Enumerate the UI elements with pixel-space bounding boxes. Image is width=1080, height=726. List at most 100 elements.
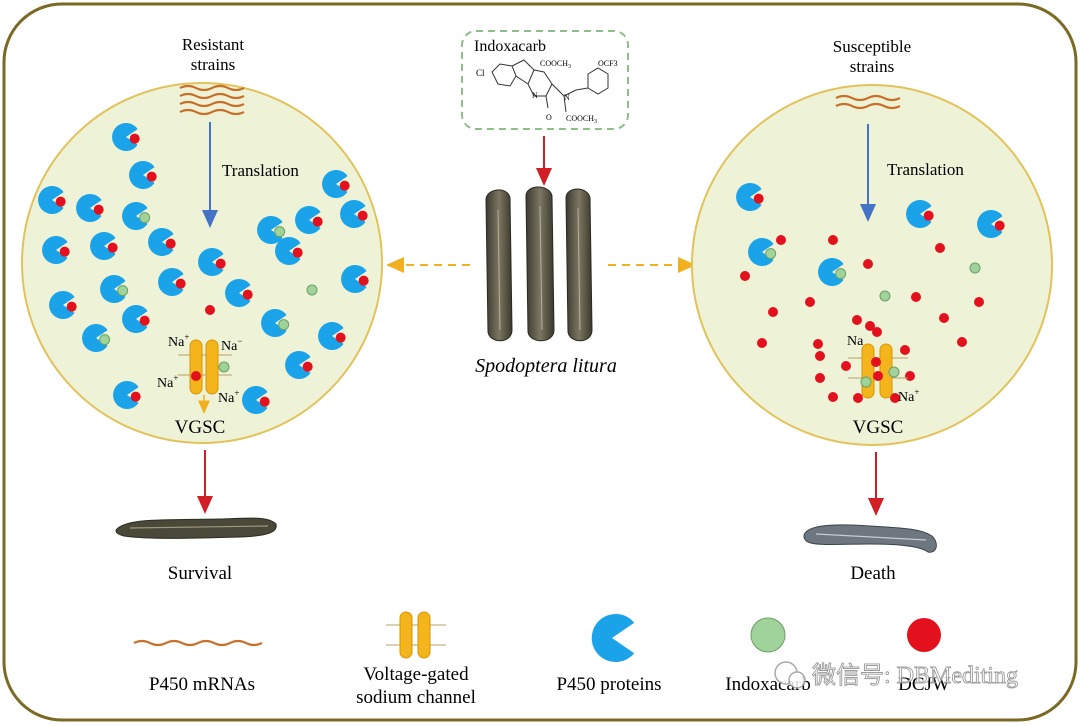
susceptible-panel: Susceptible strains Translation Na Na+ V… <box>691 37 1053 584</box>
p450-protein <box>113 381 139 409</box>
indoxacarb-molecule <box>139 212 151 224</box>
p450-protein <box>242 386 268 415</box>
dcjw-molecule <box>911 292 921 302</box>
susceptible-vgsc <box>848 343 908 399</box>
dcjw-molecule <box>841 361 851 371</box>
p450-protein <box>318 322 344 351</box>
dcjw-molecule <box>957 337 967 347</box>
chem-cooch3-bottom: COOCH3 <box>566 114 597 125</box>
p450-protein <box>295 206 321 235</box>
indoxacarb-molecule <box>99 334 111 346</box>
dcjw-molecule <box>805 297 815 307</box>
p450-protein <box>977 210 1003 238</box>
susceptible-mrna <box>835 94 901 110</box>
dcjw-molecule <box>828 392 838 402</box>
indoxacarb-molecule <box>117 285 129 297</box>
susceptible-na-1: Na <box>847 334 864 349</box>
chem-o: O <box>546 113 552 122</box>
dcjw-molecule <box>923 210 934 221</box>
dcjw-molecule <box>974 297 984 307</box>
dcjw-molecule <box>146 171 157 182</box>
p450-protein <box>736 183 762 211</box>
p450-protein <box>906 200 932 229</box>
indoxacarb-molecule <box>306 284 318 296</box>
dcjw-molecule <box>358 275 369 286</box>
dcjw-molecule <box>302 361 313 372</box>
p450-protein <box>198 248 224 276</box>
dcjw-molecule <box>66 301 77 312</box>
resistant-vgsc-label: VGSC <box>175 417 226 438</box>
p450-protein <box>148 228 174 256</box>
dcjw-molecule <box>863 259 873 269</box>
dcjw-molecule <box>242 289 253 300</box>
dcjw-molecule <box>753 193 764 204</box>
species-label: Spodoptera litura <box>475 355 617 377</box>
dcjw-molecule <box>55 196 66 207</box>
susceptible-title-line1: Susceptible <box>833 37 911 56</box>
p450-protein <box>129 161 155 190</box>
survival-label: Survival <box>168 563 232 584</box>
dcjw-molecule <box>905 371 915 381</box>
indoxacarb-molecule <box>835 268 847 280</box>
p450-protein <box>285 351 311 380</box>
indoxacarb-molecule <box>278 319 290 331</box>
p450-protein <box>257 216 283 244</box>
watermark: 微信号: DBMediting <box>774 661 1018 689</box>
susceptible-title-line2: strains <box>850 57 894 76</box>
indoxacarb-structure-box <box>461 30 629 130</box>
resistant-na-4: Na+ <box>218 388 239 406</box>
dcjw-molecule <box>357 210 368 221</box>
legend-dcjw-icon <box>907 618 941 652</box>
dcjw-molecule <box>939 313 949 323</box>
p450-protein <box>38 186 64 215</box>
legend-dcjw-label: DCJW <box>898 674 950 695</box>
p450-protein <box>122 202 148 230</box>
p450-protein <box>42 236 68 264</box>
legend-vgsc-line1: Voltage-gated <box>363 664 469 685</box>
indoxacarb-title: Indoxacarb <box>474 38 546 55</box>
p450-protein <box>748 238 774 266</box>
resistant-na-1: Na+ <box>168 332 189 350</box>
resistant-molecules <box>38 123 369 415</box>
p450-protein <box>340 200 366 229</box>
resistant-title-line2: strains <box>191 55 235 74</box>
death-label: Death <box>850 563 896 584</box>
legend-vgsc-line2: sodium channel <box>356 687 476 708</box>
death-larva-icon <box>803 524 937 553</box>
p450-protein <box>122 305 148 333</box>
indoxacarb-structure-icon <box>491 59 609 113</box>
chem-n2: N <box>564 93 570 102</box>
p450-protein <box>225 279 251 307</box>
p450-protein <box>76 194 102 222</box>
p450-protein <box>90 232 116 260</box>
resistant-na-2: Na− <box>221 336 242 354</box>
indoxacarb-molecule <box>274 226 286 238</box>
susceptible-translation-label: Translation <box>887 160 964 179</box>
dcjw-molecule <box>890 393 900 403</box>
dcjw-molecule <box>900 345 910 355</box>
dcjw-molecule <box>815 373 825 383</box>
p450-protein <box>82 324 108 352</box>
indoxacarb-molecule <box>765 248 777 260</box>
susceptible-molecules <box>736 183 1005 403</box>
dcjw-molecule <box>853 393 863 403</box>
p450-protein <box>275 237 301 265</box>
p450-protein <box>322 170 348 198</box>
dcjw-molecule <box>768 307 778 317</box>
dcjw-molecule <box>59 246 70 257</box>
dcjw-molecule <box>129 133 140 144</box>
legend-indoxacarb-icon <box>750 617 786 653</box>
p450-protein <box>158 268 184 296</box>
dcjw-molecule <box>740 271 750 281</box>
dcjw-molecule <box>139 315 150 326</box>
dcjw-molecule <box>815 351 825 361</box>
resistant-mrna <box>179 84 245 116</box>
susceptible-na-2: Na+ <box>898 387 919 405</box>
dcjw-molecule <box>813 339 823 349</box>
dcjw-molecule <box>107 242 118 253</box>
dcjw-molecule <box>93 204 104 215</box>
resistant-translation-label: Translation <box>222 161 299 180</box>
legend-vgsc-icon <box>386 611 446 659</box>
legend-mrna-icon <box>133 639 263 647</box>
